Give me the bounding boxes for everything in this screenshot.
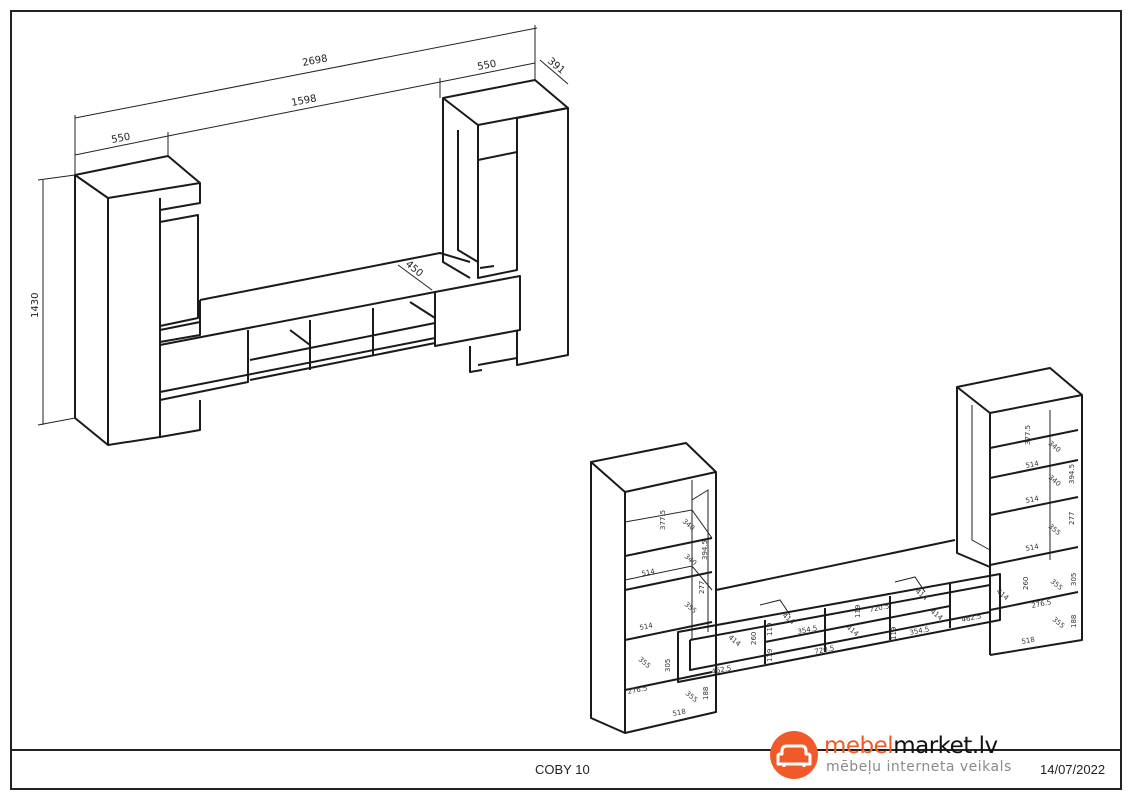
- dim-label: 188: [1070, 615, 1078, 628]
- dim-label: 514: [1025, 459, 1040, 470]
- dim-label: 355: [684, 689, 699, 704]
- dim-label: 414: [845, 623, 861, 638]
- drawing-date: 14/07/2022: [1040, 762, 1106, 777]
- product-name: COBY 10: [535, 762, 590, 777]
- mebelmarket-logo[interactable]: mebelmarket.lv mēbeļu interneta veikals: [770, 731, 1032, 781]
- dim-label: 414: [929, 607, 945, 622]
- dim-label: 340: [681, 517, 696, 532]
- dim-label: 518: [672, 708, 687, 718]
- dim-label: 340: [683, 552, 698, 567]
- dim-label: 277: [698, 581, 706, 594]
- logo-tagline: mēbeļu interneta veikals: [826, 759, 1012, 775]
- dim-label: 276.5: [1031, 598, 1052, 610]
- logo-wordmark: mebelmarket.lv: [824, 733, 998, 759]
- dim-label: 720.5: [814, 644, 835, 656]
- drawing-frame: [10, 10, 1122, 790]
- dim-height: 1430: [30, 293, 41, 318]
- dim-middle-width: 1598: [290, 93, 317, 109]
- dim-label: 119: [766, 623, 774, 636]
- dim-label: 355: [1051, 615, 1066, 630]
- dim-label: 355: [683, 600, 698, 615]
- dim-label: 355: [637, 655, 652, 670]
- dim-label: 462.5: [711, 664, 732, 676]
- dim-label: 260: [750, 632, 758, 645]
- dim-label: 514: [1025, 494, 1040, 505]
- logo-badge: [770, 731, 818, 779]
- logo-name-part1: mebel: [824, 733, 894, 759]
- logo-name-part2: market.lv: [893, 733, 998, 759]
- dim-label: 354.5: [797, 624, 818, 636]
- dim-label: 277: [1068, 512, 1076, 525]
- dim-label: 119: [766, 649, 774, 662]
- dim-label: 414: [914, 587, 930, 602]
- dim-label: 340: [1047, 473, 1062, 488]
- dim-total-width: 2698: [301, 53, 328, 69]
- dim-label: 514: [639, 621, 654, 632]
- dim-label: 414: [727, 633, 743, 648]
- dim-label: 514: [1025, 542, 1040, 553]
- dim-label: 377.5: [1024, 425, 1032, 445]
- dim-label: 394.5: [701, 540, 709, 560]
- dim-label: 260: [1022, 577, 1030, 590]
- dim-label: 414: [781, 611, 797, 626]
- dim-right-width: 550: [476, 59, 497, 73]
- dim-label: 518: [1021, 636, 1036, 646]
- dim-label: 514: [641, 567, 656, 578]
- dim-label: 119: [854, 605, 862, 618]
- dim-label: 720.5: [869, 602, 890, 614]
- interior-view: 377.5 340 340 394.5 514 277 355 514 305 …: [590, 367, 1083, 734]
- dim-label: 355: [1049, 577, 1064, 592]
- dim-label: 340: [1047, 439, 1062, 454]
- dim-label: 305: [1070, 573, 1078, 586]
- dim-label: 305: [664, 659, 672, 672]
- dim-label: 354.5: [909, 625, 930, 637]
- dim-label: 377.5: [659, 510, 667, 530]
- assembled-view: 2698 550 1598 550 391 1430 450: [30, 25, 569, 446]
- dim-label: 188: [702, 687, 710, 700]
- dim-label: 462.5: [961, 612, 982, 624]
- dim-label: 355: [1047, 522, 1062, 537]
- dim-label: 119: [890, 627, 898, 640]
- dim-left-width: 550: [110, 132, 131, 146]
- dim-label: 276.5: [627, 684, 648, 696]
- dim-label: 414: [995, 587, 1011, 602]
- sofa-icon: [776, 744, 812, 767]
- dim-label: 394.5: [1068, 464, 1076, 484]
